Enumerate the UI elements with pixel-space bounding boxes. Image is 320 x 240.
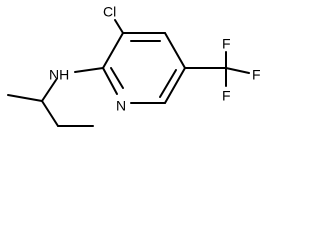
fluorine-right-label: F xyxy=(252,67,261,83)
bond-c2-c3 xyxy=(102,32,124,69)
bond-c5-c6 xyxy=(164,67,186,104)
bond-ch-ethyl xyxy=(41,100,59,127)
bond-ch-methyl xyxy=(7,94,43,102)
fluorine-bottom-label: F xyxy=(222,88,231,104)
pyridine-ring xyxy=(102,32,186,104)
fluorine-top-label: F xyxy=(222,36,231,52)
ring-nitrogen-label: N xyxy=(116,98,126,114)
bond-nh-ch xyxy=(41,79,57,102)
bond-c4-c5 xyxy=(164,32,186,69)
chemical-structure: Cl NH N F F F xyxy=(7,4,261,127)
bond-c5-c6-inner xyxy=(159,69,177,98)
bond-c3-cl xyxy=(114,19,124,34)
bond-n1-c2 xyxy=(102,67,118,95)
chlorine-label: Cl xyxy=(103,4,116,20)
bond-n1-c2-inner xyxy=(110,67,124,89)
substituent-bonds xyxy=(7,19,250,127)
amine-label: NH xyxy=(49,67,69,83)
bond-cf3-f-right xyxy=(225,67,250,74)
bond-c2-nh xyxy=(74,67,104,73)
